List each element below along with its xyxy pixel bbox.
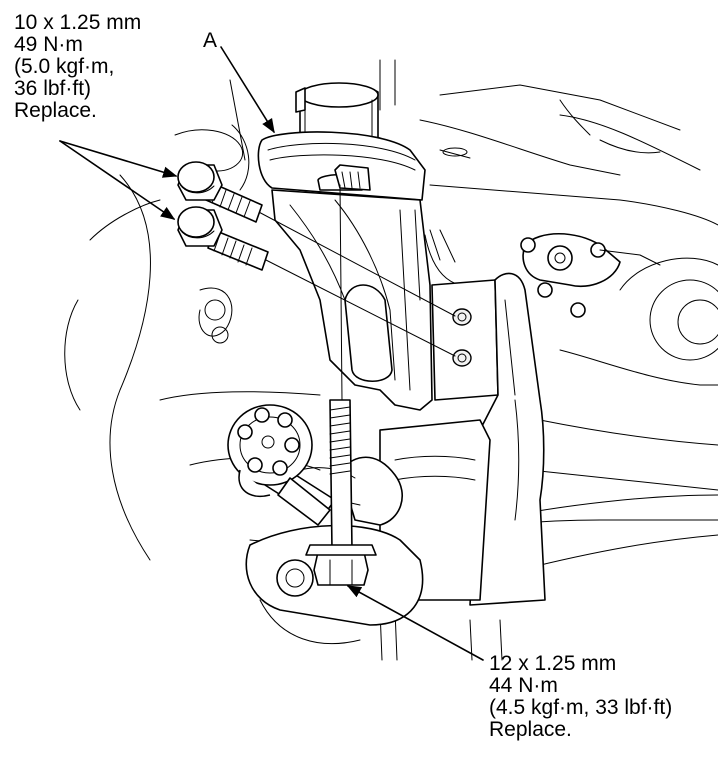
lower-bolt [305, 399, 377, 586]
lower-bolt-replace-note: Replace. [489, 718, 572, 741]
upper-bolt-torque-lbfft: 36 lbf·ft) [14, 77, 92, 100]
lower-bolt-callout: 12 x 1.25 mm 44 N·m (4.5 kgf·m, 33 lbf·f… [489, 653, 672, 741]
lower-bolt-size: 12 x 1.25 mm [489, 652, 617, 675]
sensor-bracket [257, 82, 433, 411]
upper-bolt-torque-kgfm: (5.0 kgf·m, [14, 55, 115, 78]
ball-joint-flange [227, 404, 331, 526]
upper-bolt-torque-nm: 49 N·m [14, 33, 83, 56]
upper-bolt-1 [177, 161, 263, 223]
callout-arrows [59, 46, 484, 661]
lower-bolt-torque-full: (4.5 kgf·m, 33 lbf·ft) [489, 696, 673, 719]
sensor-plug [520, 232, 661, 318]
part-a-label: A [203, 29, 218, 52]
upper-bolt-2 [177, 206, 269, 271]
lower-bolt-torque-nm: 44 N·m [489, 674, 558, 697]
upper-bolt-size: 10 x 1.25 mm [14, 11, 142, 34]
alignment-leaders [254, 209, 456, 357]
upper-bolt-callout: 10 x 1.25 mm 49 N·m (5.0 kgf·m, 36 lbf·f… [14, 12, 141, 122]
upper-bolt-replace-note: Replace. [14, 99, 97, 122]
